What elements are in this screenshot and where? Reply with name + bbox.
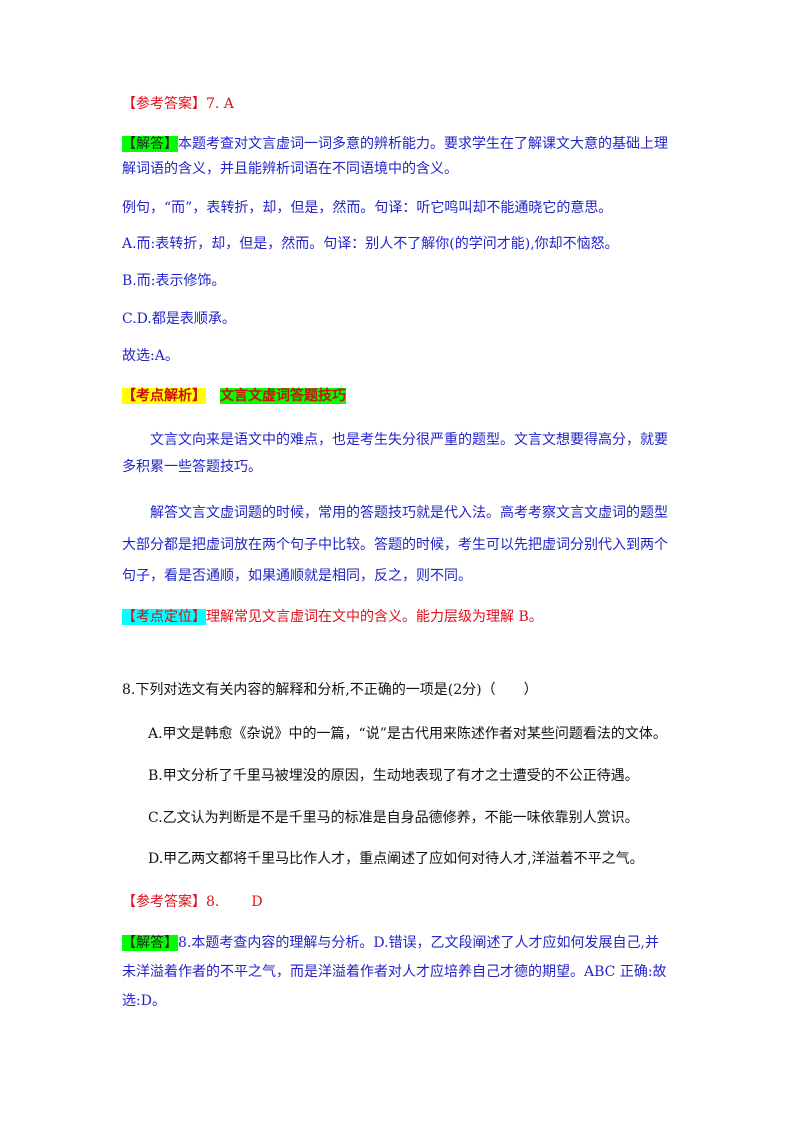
- position-text: 理解常见文言虚词在文中的含义。能力层级为理解 B。: [206, 609, 543, 625]
- q8-option-b: B.甲文分析了千里马被埋没的原因，生动地表现了有才之士遭受的不公正待遇。: [148, 768, 639, 784]
- analysis-tag: 【考点解析】: [122, 388, 206, 404]
- q7-explain-line2: 解词语的含义，并且能辨析词语在不同语境中的含义。: [122, 161, 458, 177]
- explain-tag: 【解答】: [122, 136, 178, 152]
- q8-answer-line: 【参考答案】8. D: [122, 892, 690, 912]
- q7-para2-line2: 大部分都是把虚词放在两个句子中比较。答题的时候，考生可以先把虚词分别代入到两个: [122, 537, 668, 553]
- q7-answer-line: 【参考答案】7. A: [122, 94, 690, 114]
- q8-option-a: A.甲文是韩愈《杂说》中的一篇，“说”是古代用来陈述作者对某些问题看法的文体。: [148, 726, 667, 742]
- q7-para1-line2: 多积累一些答题技巧。: [122, 459, 262, 475]
- answer-tag: 【参考答案】: [122, 96, 206, 112]
- q7-option-a: A.而:表转折，却，但是，然而。句译：别人不了解你(的学问才能),你却不恼怒。: [122, 236, 619, 252]
- explain-tag: 【解答】: [122, 935, 178, 951]
- position-tag: 【考点定位】: [122, 609, 206, 625]
- q8-question: 8.下列对选文有关内容的解释和分析,不正确的一项是(2分)（ ）: [122, 682, 538, 698]
- answer-value: D: [251, 894, 263, 910]
- explain-text: 本题考查对文言虚词一词多意的辨析能力。要求学生在了解课文大意的基础上理: [178, 136, 668, 152]
- q8-explain-line3: 选:D。: [122, 993, 166, 1009]
- q7-para2-line3: 句子，看是否通顺，如果通顺就是相同，反之，则不同。: [122, 568, 472, 584]
- answer-tag: 【参考答案】: [122, 894, 206, 910]
- q7-position-line: 【考点定位】理解常见文言虚词在文中的含义。能力层级为理解 B。: [122, 607, 690, 627]
- q7-explain-line1: 【解答】本题考查对文言虚词一词多意的辨析能力。要求学生在了解课文大意的基础上理: [122, 134, 690, 154]
- q7-para2-line1: 解答文言文虚词题的时候，常用的答题技巧就是代入法。高考考察文言文虚词的题型: [150, 505, 668, 521]
- answer-value: 7. A: [206, 96, 234, 112]
- q7-para1-line1: 文言文向来是语文中的难点，也是考生失分很严重的题型。文言文想要得高分，就要: [150, 432, 668, 448]
- analysis-title: 文言文虚词答题技巧: [220, 388, 346, 404]
- q8-option-d: D.甲乙两文都将千里马比作人才，重点阐述了应如何对待人才,洋溢着不平之气。: [148, 851, 644, 867]
- q8-explain-line1: 【解答】8.本题考查内容的理解与分析。D.错误，乙文段阐述了人才应如何发展自己,…: [122, 933, 690, 953]
- explain-text: 8.本题考查内容的理解与分析。D.错误，乙文段阐述了人才应如何发展自己,并: [178, 935, 659, 951]
- answer-num: 8.: [206, 894, 220, 910]
- q8-option-c: C.乙文认为判断是不是千里马的标准是自身品德修养，不能一味依靠别人赏识。: [148, 810, 639, 826]
- q8-explain-line2: 未洋溢着作者的不平之气，而是洋溢着作者对人才应培养自己才德的期望。ABC 正确:…: [122, 964, 667, 980]
- q7-option-cd: C.D.都是表顺承。: [122, 311, 236, 327]
- q7-analysis-heading: 【考点解析】文言文虚词答题技巧: [122, 386, 690, 406]
- q7-choose: 故选:A。: [122, 348, 179, 364]
- q7-example: 例句，“而”，表转折，却，但是，然而。句译：听它鸣叫却不能通晓它的意思。: [122, 200, 613, 216]
- q7-option-b: B.而:表示修饰。: [122, 273, 226, 289]
